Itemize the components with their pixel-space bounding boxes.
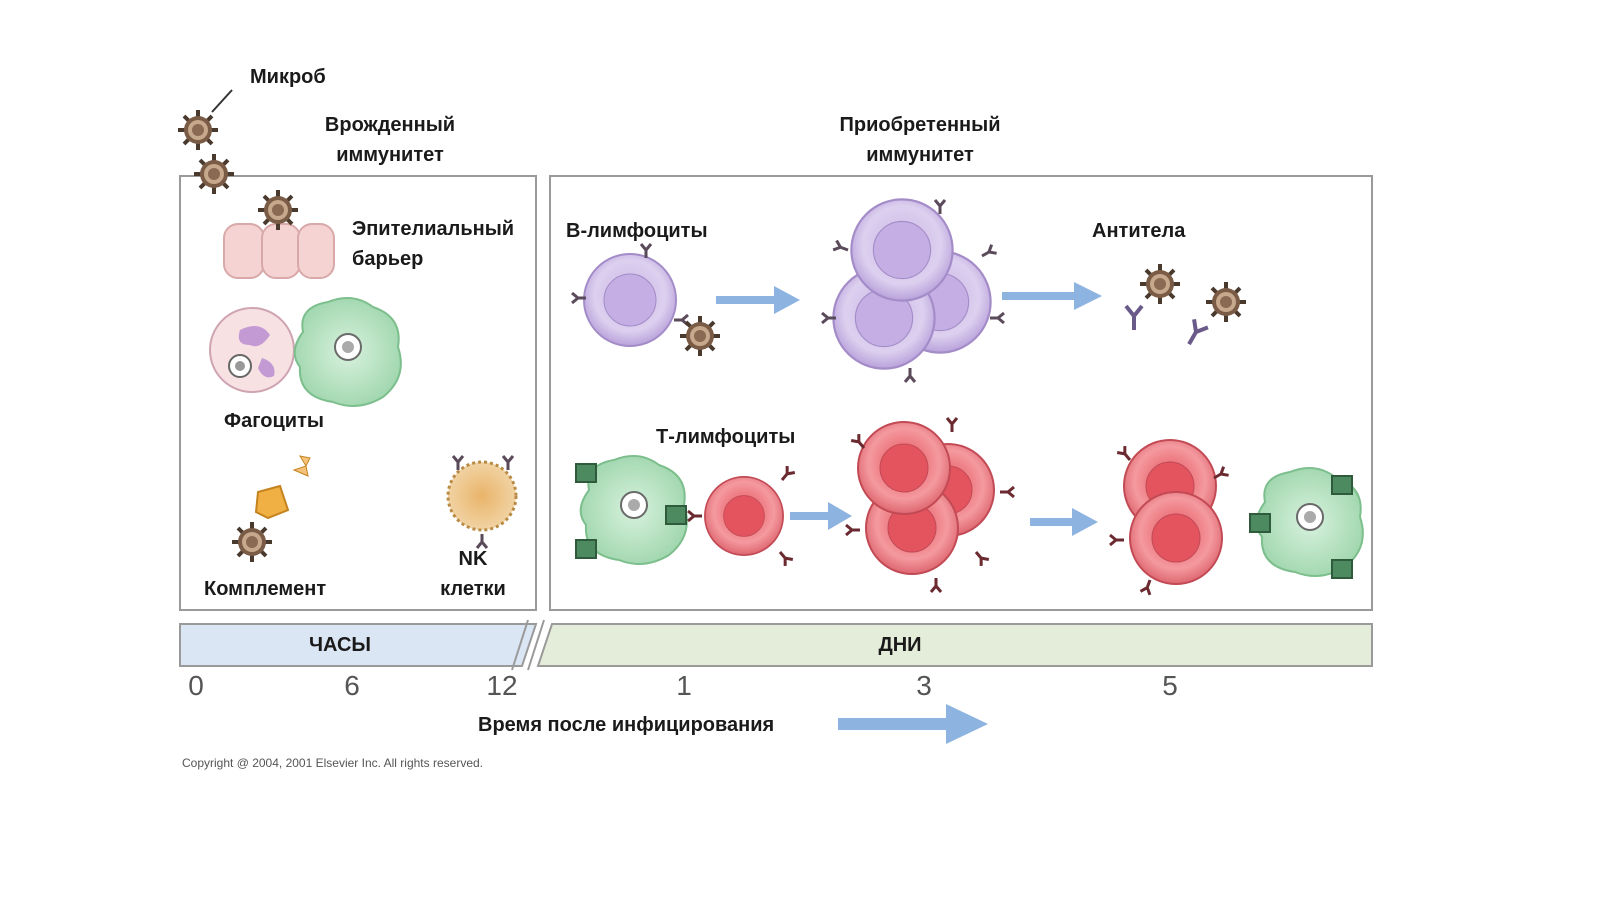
complement-label: Комплемент bbox=[204, 578, 327, 600]
hours-band-label: ЧАСЫ bbox=[308, 634, 372, 656]
tick-6: 6 bbox=[344, 670, 360, 701]
t-lymphocytes-label: Т-лимфоциты bbox=[656, 426, 796, 448]
tick-5-day: 5 bbox=[1162, 670, 1178, 701]
adaptive-title-line1: Приобретенный bbox=[839, 114, 1001, 136]
time-axis-label: Время после инфицирования bbox=[478, 714, 775, 736]
adaptive-immunity-title: Приобретенный иммунитет bbox=[810, 110, 1030, 170]
b-lymphocytes-label: В-лимфоциты bbox=[566, 220, 708, 242]
microbe-label: Микроб bbox=[250, 66, 326, 88]
days-band-label: ДНИ bbox=[878, 634, 922, 656]
epithelial-line1: Эпителиальный bbox=[352, 218, 515, 240]
epithelial-line2: барьер bbox=[352, 248, 424, 270]
nk-line2: клетки bbox=[440, 578, 506, 600]
nk-line1: NK bbox=[458, 548, 488, 570]
copyright-notice: Copyright @ 2004, 2001 Elsevier Inc. All… bbox=[182, 756, 483, 770]
innate-title-line2: иммунитет bbox=[336, 144, 444, 166]
tick-3-day: 3 bbox=[916, 670, 932, 701]
innate-title-line1: Врожденный bbox=[324, 114, 456, 136]
adaptive-title-line2: иммунитет bbox=[866, 144, 974, 166]
tick-12: 12 bbox=[486, 670, 518, 701]
epithelial-barrier-label: Эпителиальный барьер bbox=[352, 214, 514, 274]
phagocytes-label: Фагоциты bbox=[224, 410, 324, 432]
tick-0: 0 bbox=[188, 670, 204, 701]
nk-cells-label: NK клетки bbox=[428, 544, 518, 604]
antibodies-label: Антитела bbox=[1092, 220, 1186, 242]
innate-immunity-title: Врожденный иммунитет bbox=[290, 110, 490, 170]
tick-1-day: 1 bbox=[676, 670, 692, 701]
